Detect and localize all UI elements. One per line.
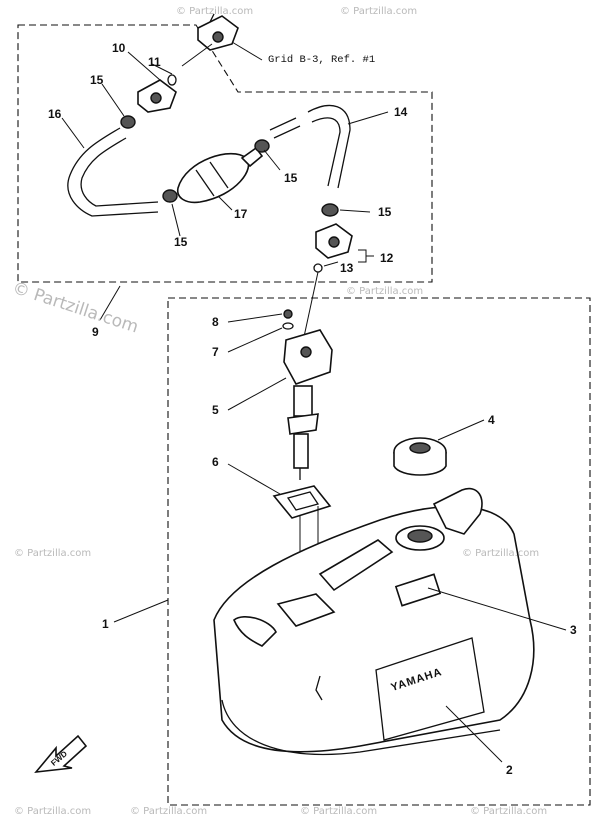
hose-14 (307, 104, 351, 189)
connector-12 (315, 223, 353, 259)
washer-7 (282, 322, 294, 330)
hose-14-inner (311, 117, 341, 187)
grid-ref-leader (231, 41, 263, 61)
callout-15-b: 15 (284, 171, 298, 185)
callout-14: 14 (394, 105, 408, 119)
callout-11: 11 (148, 55, 161, 69)
gasket-6 (272, 485, 332, 519)
connector-guide-line (181, 43, 213, 67)
fuel-line-assembly-border (17, 24, 433, 283)
watermark-mid-right: © Partzilla.com (462, 548, 540, 559)
callout-17: 17 (234, 207, 248, 221)
watermark-lower-left: © Partzilla.com (14, 806, 92, 817)
callout-16: 16 (48, 107, 62, 121)
callout-leaders (61, 51, 567, 763)
short-hose-segment (269, 117, 301, 139)
watermark-top-left: © Partzilla.com (176, 6, 254, 17)
callout-12: 12 (380, 251, 394, 265)
callout-3: 3 (570, 623, 577, 637)
fwd-arrow-icon (34, 734, 88, 774)
callout-15-c: 15 (378, 205, 392, 219)
hose-clip-15d (321, 203, 339, 217)
primer-bulb-17 (176, 146, 264, 204)
gasket-6-hole (286, 491, 320, 511)
callout-8: 8 (212, 315, 219, 329)
callout-15-d: 15 (174, 235, 188, 249)
fuel-cap-4 (393, 437, 447, 476)
fuel-pickup-5 (283, 329, 333, 480)
callout-15-a: 15 (90, 73, 104, 87)
hose-clip-15c (254, 139, 270, 153)
watermark-upper-right: © Partzilla.com (346, 286, 424, 297)
callout-5: 5 (212, 403, 219, 417)
grid-reference-note: Grid B-3, Ref. #1 (268, 54, 376, 66)
hose-clip-15b (162, 189, 178, 203)
watermark-mid-left: © Partzilla.com (14, 548, 92, 559)
callout-10: 10 (112, 41, 126, 55)
watermark-bottom-right: © Partzilla.com (470, 806, 548, 817)
hose-16 (67, 127, 159, 217)
callout-13: 13 (340, 261, 354, 275)
callout-4: 4 (488, 413, 495, 427)
callout-2: 2 (506, 763, 513, 777)
joint-guide-line (301, 271, 319, 347)
fuel-connector-top (197, 13, 239, 51)
callout-1: 1 (102, 617, 109, 631)
callout-9: 9 (92, 325, 99, 339)
watermark-bottom-left: © Partzilla.com (130, 806, 208, 817)
o-ring-13 (313, 263, 323, 273)
fuel-tank-assembly-border (167, 297, 591, 806)
watermark-lower-right: © Partzilla.com (300, 806, 378, 817)
o-ring-11 (167, 74, 177, 86)
fuel-tank-body (213, 487, 535, 756)
callout-6: 6 (212, 455, 219, 469)
screw-8 (283, 309, 293, 319)
hose-16-inner (80, 137, 159, 207)
hose-clip-15a (120, 115, 136, 129)
callout-7: 7 (212, 345, 219, 359)
watermark-top-right: © Partzilla.com (340, 6, 418, 17)
